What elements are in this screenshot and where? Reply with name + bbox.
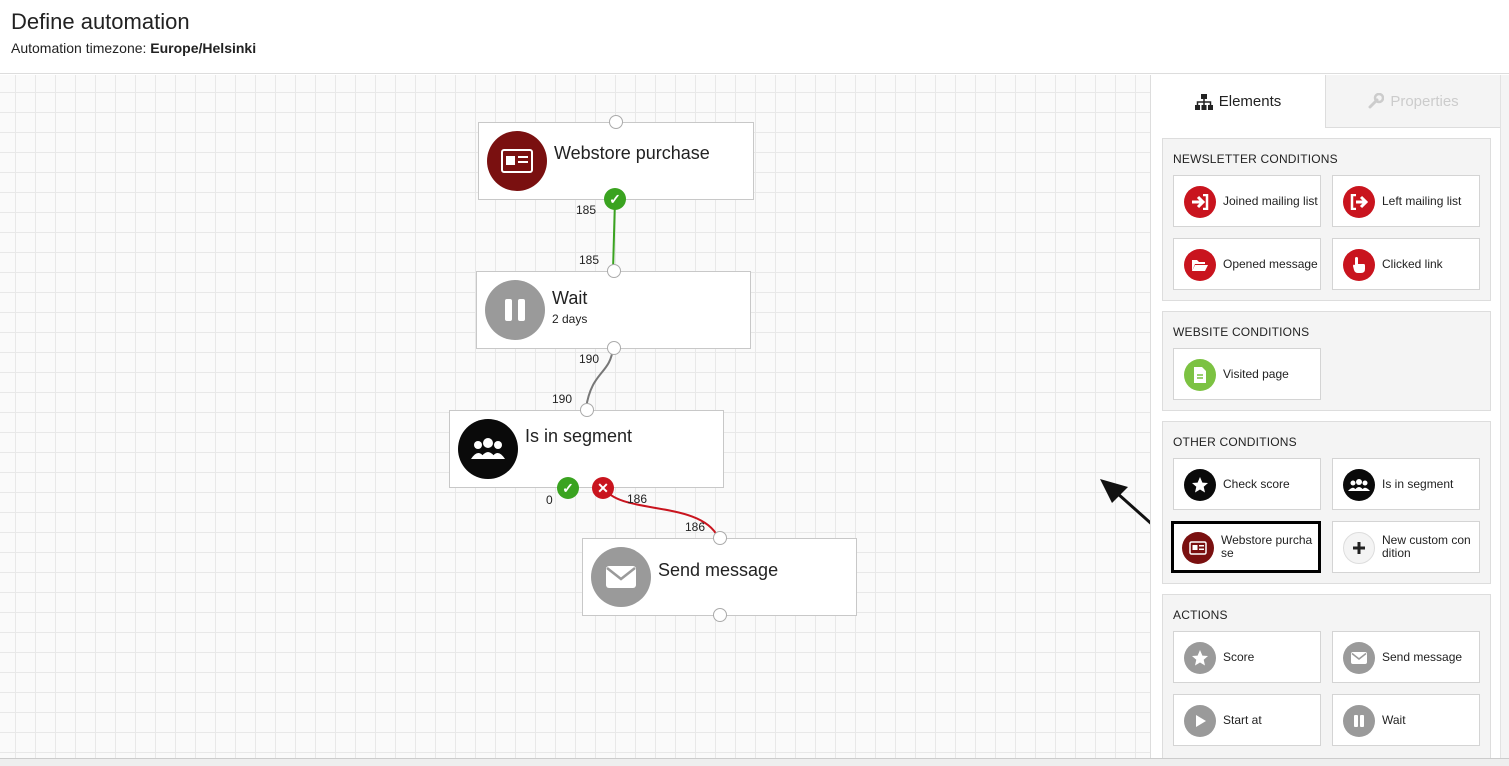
element-is-in-segment[interactable]: Is in segment [1332, 458, 1480, 510]
element-label: Left mailing list [1382, 193, 1462, 208]
wrench-icon [1368, 93, 1385, 109]
users-icon [1343, 469, 1375, 501]
section-title: ACTIONS [1173, 608, 1228, 622]
input-port[interactable] [609, 115, 623, 129]
node-title: Is in segment [525, 426, 633, 446]
sitemap-icon [1194, 93, 1213, 110]
element-label: New custom condition [1382, 533, 1471, 560]
flow-node-is-in-segment[interactable]: Is in segment [449, 410, 724, 488]
element-label: Clicked link [1382, 256, 1443, 271]
connection-webstore-wait [612, 198, 616, 272]
element-joined-mailing-list[interactable]: Joined mailing list [1173, 175, 1321, 227]
star-icon [1184, 469, 1216, 501]
timezone-value: Europe/Helsinki [150, 40, 257, 56]
page-title: Define automation [11, 9, 190, 34]
connection-lines [585, 198, 1150, 538]
node-title: Wait [552, 288, 588, 308]
timezone-label: Automation timezone: [11, 40, 147, 56]
check-icon[interactable]: ✓ [557, 477, 579, 499]
section-newsletter-conditions: NEWSLETTER CONDITIONS Joined mailing lis… [1162, 138, 1491, 301]
flow-node-send-message[interactable]: Send message [582, 538, 857, 616]
element-new-custom-condition[interactable]: New custom condition [1332, 521, 1480, 573]
element-webstore-purchase[interactable]: Webstore purchase [1171, 521, 1321, 573]
flow-node-webstore-purchase[interactable]: Webstore purchase [478, 122, 754, 200]
pause-icon [485, 280, 545, 340]
star-icon [1184, 642, 1216, 674]
id-card-icon [487, 131, 547, 191]
node-title: Webstore purchase [554, 143, 710, 163]
panel-tabs: Elements Properties [1151, 75, 1501, 128]
cross-icon[interactable]: ✕ [592, 477, 614, 499]
sign-out-icon [1343, 186, 1375, 218]
output-port[interactable] [713, 608, 727, 622]
element-label: Is in segment [1382, 476, 1454, 491]
section-title: OTHER CONDITIONS [1173, 435, 1297, 449]
count-send-in: 186 [685, 520, 706, 534]
element-label: Check score [1223, 476, 1290, 491]
count-segment-yes: 0 [546, 493, 553, 507]
element-label: Wait [1382, 712, 1406, 727]
count-wait-in: 185 [579, 253, 600, 267]
element-label: Start at [1223, 712, 1262, 727]
pointer-hand-icon [1343, 249, 1375, 281]
timezone-line: Automation timezone: Europe/Helsinki [11, 40, 256, 56]
check-icon[interactable]: ✓ [604, 188, 626, 210]
users-icon [458, 419, 518, 479]
count-segment-no: 186 [627, 492, 648, 506]
element-label: Send message [1382, 649, 1463, 664]
connection-wait-segment [585, 347, 614, 409]
element-clicked-link[interactable]: Clicked link [1332, 238, 1480, 290]
input-port[interactable] [580, 403, 594, 417]
envelope-icon [591, 547, 651, 607]
section-website-conditions: WEBSITE CONDITIONS Visited page [1162, 311, 1491, 411]
node-title: Send message [658, 560, 779, 580]
tab-properties[interactable]: Properties [1326, 75, 1501, 128]
pointer-arrow-head [1100, 479, 1128, 503]
bottom-scrollbar[interactable] [0, 758, 1509, 766]
output-port[interactable] [607, 341, 621, 355]
tab-label: Elements [1218, 93, 1282, 110]
automation-canvas[interactable]: Webstore purchase ✓ 185 Wait 2 days 185 … [0, 75, 1150, 758]
section-title: WEBSITE CONDITIONS [1173, 325, 1310, 339]
section-other-conditions: OTHER CONDITIONS Check score Is in segme… [1162, 421, 1491, 584]
file-icon [1184, 359, 1216, 391]
pause-icon [1343, 705, 1375, 737]
element-label: Opened message [1223, 256, 1318, 271]
tab-elements[interactable]: Elements [1151, 75, 1326, 128]
envelope-icon [1343, 642, 1375, 674]
flow-node-wait[interactable]: Wait 2 days [476, 271, 751, 349]
section-actions: ACTIONS Score Send message Start at Wait [1162, 594, 1491, 764]
plus-icon [1343, 532, 1375, 564]
element-label: Score [1223, 649, 1255, 664]
element-start-at[interactable]: Start at [1173, 694, 1321, 746]
id-card-icon [1182, 532, 1214, 564]
element-label: Visited page [1223, 366, 1289, 381]
node-subtitle: 2 days [552, 312, 588, 326]
elements-panel: Elements Properties NEWSLETTER CONDITION… [1150, 75, 1501, 764]
count-wait-out: 190 [579, 352, 600, 366]
count-webstore-out: 185 [576, 203, 597, 217]
tab-label: Properties [1390, 92, 1459, 110]
element-label: Webstore purchase [1221, 533, 1313, 560]
count-segment-in: 190 [552, 392, 573, 406]
element-visited-page[interactable]: Visited page [1173, 348, 1321, 400]
panel-scrollbar[interactable] [1500, 75, 1509, 758]
element-opened-message[interactable]: Opened message [1173, 238, 1321, 290]
element-left-mailing-list[interactable]: Left mailing list [1332, 175, 1480, 227]
play-icon [1184, 705, 1216, 737]
section-title: NEWSLETTER CONDITIONS [1173, 152, 1338, 166]
element-check-score[interactable]: Check score [1173, 458, 1321, 510]
input-port[interactable] [713, 531, 727, 545]
element-send-message[interactable]: Send message [1332, 631, 1480, 683]
page-header: Define automation Automation timezone: E… [0, 0, 1509, 74]
folder-open-icon [1184, 249, 1216, 281]
connection-segment-send [603, 487, 719, 538]
input-port[interactable] [607, 264, 621, 278]
element-score[interactable]: Score [1173, 631, 1321, 683]
element-wait[interactable]: Wait [1332, 694, 1480, 746]
sign-in-icon [1184, 186, 1216, 218]
element-label: Joined mailing list [1223, 193, 1318, 208]
